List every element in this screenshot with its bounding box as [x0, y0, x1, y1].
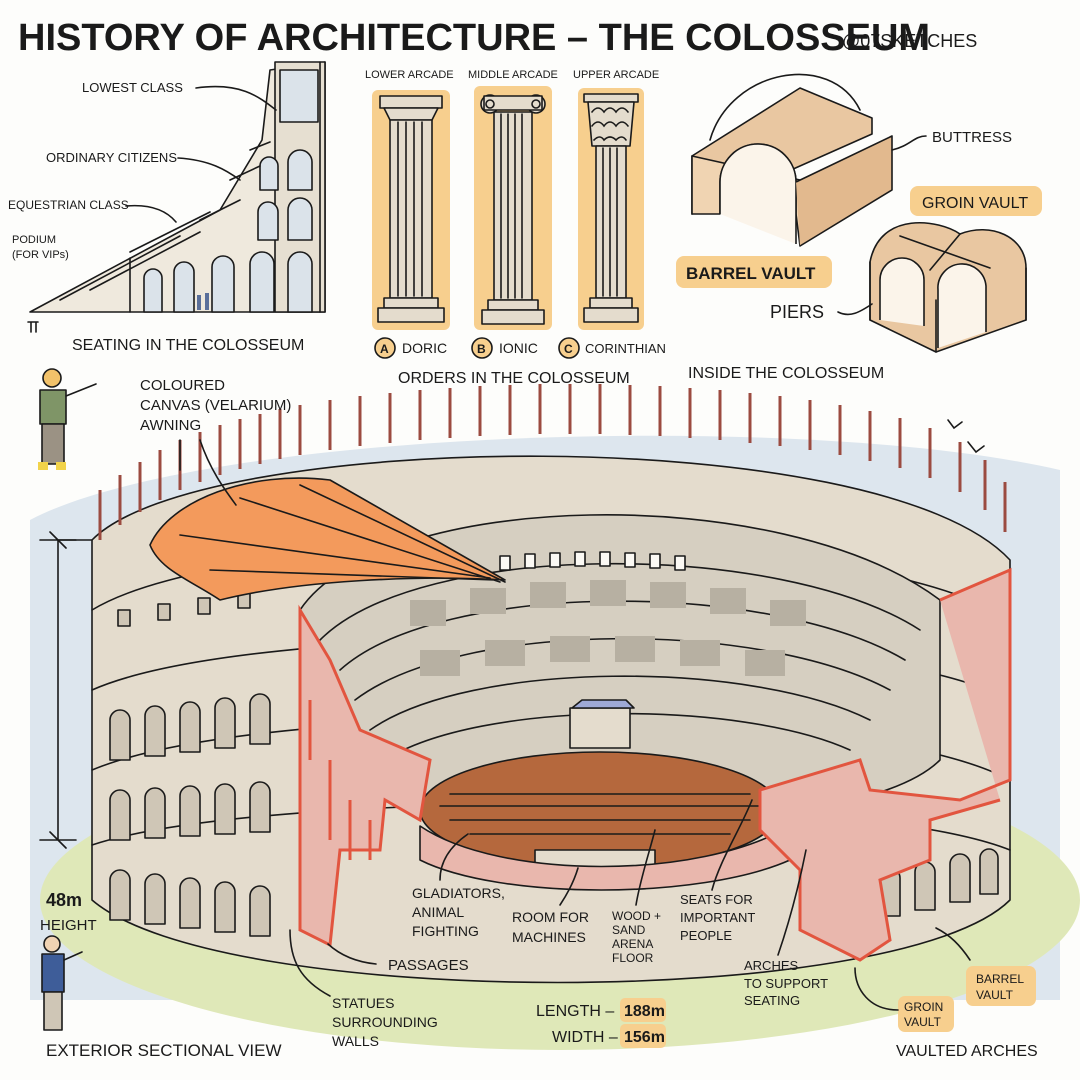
floor-line-3: ARENA	[612, 937, 653, 951]
order-letter-c: C	[564, 342, 573, 356]
order-name-corinthian: CORINTHIAN	[585, 341, 666, 356]
gladiators-line-2: ANIMAL	[412, 904, 464, 920]
column-doric	[372, 90, 450, 330]
groin-vault-bottom-highlight	[898, 996, 954, 1032]
label-podium-vips: (FOR VIPs)	[12, 249, 69, 261]
section-cut-right	[758, 567, 1012, 962]
floor-line-1: WOOD +	[612, 909, 661, 923]
page-title: HISTORY OF ARCHITECTURE – THE COLOSSEUM	[18, 17, 930, 59]
caption-orders: ORDERS IN THE COLOSSEUM	[398, 370, 630, 387]
label-ordinary-citizens: ORDINARY CITIZENS	[46, 150, 177, 165]
order-name-doric: DORIC	[402, 340, 447, 356]
section-cut-left	[298, 604, 432, 948]
machines-line-1: ROOM FOR	[512, 909, 589, 925]
width-highlight	[620, 1024, 666, 1048]
width-label: WIDTH –	[552, 1029, 618, 1046]
groin-vault-highlight	[910, 186, 1042, 216]
machines-line-2: MACHINES	[512, 929, 586, 945]
label-lowest-class: LOWEST CLASS	[82, 80, 183, 95]
order-name-ionic: IONIC	[499, 340, 538, 356]
outer-arches	[109, 693, 999, 937]
order-letter-b: B	[477, 342, 486, 356]
label-piers: PIERS	[770, 302, 824, 322]
arcade-label-upper: UPPER ARCADE	[573, 69, 659, 81]
gladiators-line-1: GLADIATORS,	[412, 885, 505, 901]
order-legend: A DORIC B IONIC C CORINTHIAN	[374, 337, 666, 359]
barrel-vault-highlight	[676, 256, 832, 288]
height-label: HEIGHT	[40, 917, 97, 934]
caption-exterior: EXTERIOR SECTIONAL VIEW	[46, 1041, 282, 1060]
height-value: 48m	[46, 890, 82, 910]
barrel-vault-bottom-line-2: VAULT	[976, 988, 1014, 1002]
width-value: 156m	[624, 1029, 665, 1046]
caption-vaulted-arches: VAULTED ARCHES	[896, 1043, 1038, 1060]
floor-line-2: SAND	[612, 923, 646, 937]
barrel-vault-drawing	[691, 73, 893, 247]
velarium-awning	[149, 477, 506, 601]
caption-seating: SEATING IN THE COLOSSEUM	[72, 337, 304, 354]
statues-line-3: WALLS	[332, 1033, 379, 1049]
statues-line-1: STATUES	[332, 995, 395, 1011]
barrel-vault-bottom-line-1: BARREL	[976, 972, 1024, 986]
label-podium: PODIUM	[12, 234, 56, 246]
arches-line-1: ARCHES	[744, 958, 799, 973]
column-ionic	[474, 86, 552, 330]
barrel-vault-bottom-highlight	[966, 966, 1036, 1006]
arcade-label-lower: LOWER ARCADE	[365, 69, 454, 81]
label-barrel-vault: BARREL VAULT	[686, 264, 816, 283]
velarium-line-1: COLOURED	[140, 377, 225, 394]
arches-line-3: SEATING	[744, 993, 800, 1008]
label-equestrian-class: EQUESTRIAN CLASS	[8, 198, 129, 212]
birds	[947, 419, 985, 454]
length-highlight	[620, 998, 666, 1022]
seats-line-1: SEATS FOR	[680, 892, 753, 907]
emperor-box	[569, 707, 631, 749]
length-label: LENGTH –	[536, 1003, 614, 1020]
seating-section-drawing	[29, 61, 326, 313]
label-buttress: BUTTRESS	[932, 129, 1012, 146]
groin-vault-bottom-line-1: GROIN	[904, 1000, 943, 1014]
length-value: 188m	[624, 1003, 665, 1020]
seats-line-3: PEOPLE	[680, 928, 732, 943]
velarium-line-3: AWNING	[140, 417, 201, 434]
statues-line-2: SURROUNDING	[332, 1014, 438, 1030]
order-letter-a: A	[380, 342, 389, 356]
label-groin-vault: GROIN VAULT	[922, 195, 1028, 212]
man-figure	[41, 935, 83, 1031]
groin-vault-bottom-line-2: VAULT	[904, 1015, 942, 1029]
arches-line-2: TO SUPPORT	[744, 976, 828, 991]
floor-line-4: FLOOR	[612, 951, 654, 965]
author-handle: @07SKETCHES	[842, 31, 977, 51]
column-corinthian	[578, 88, 644, 330]
seating-rows	[410, 580, 806, 676]
worker-figure	[38, 368, 97, 470]
groin-vault-drawing	[869, 221, 1027, 353]
arcade-label-middle: MIDDLE ARCADE	[468, 69, 558, 81]
gladiators-line-3: FIGHTING	[412, 923, 479, 939]
caption-inside: INSIDE THE COLOSSEUM	[688, 365, 884, 382]
seats-line-2: IMPORTANT	[680, 910, 755, 925]
velarium-masts	[98, 384, 1007, 540]
label-passages: PASSAGES	[388, 957, 469, 974]
velarium-line-2: CANVAS (VELARIUM)	[140, 397, 291, 414]
